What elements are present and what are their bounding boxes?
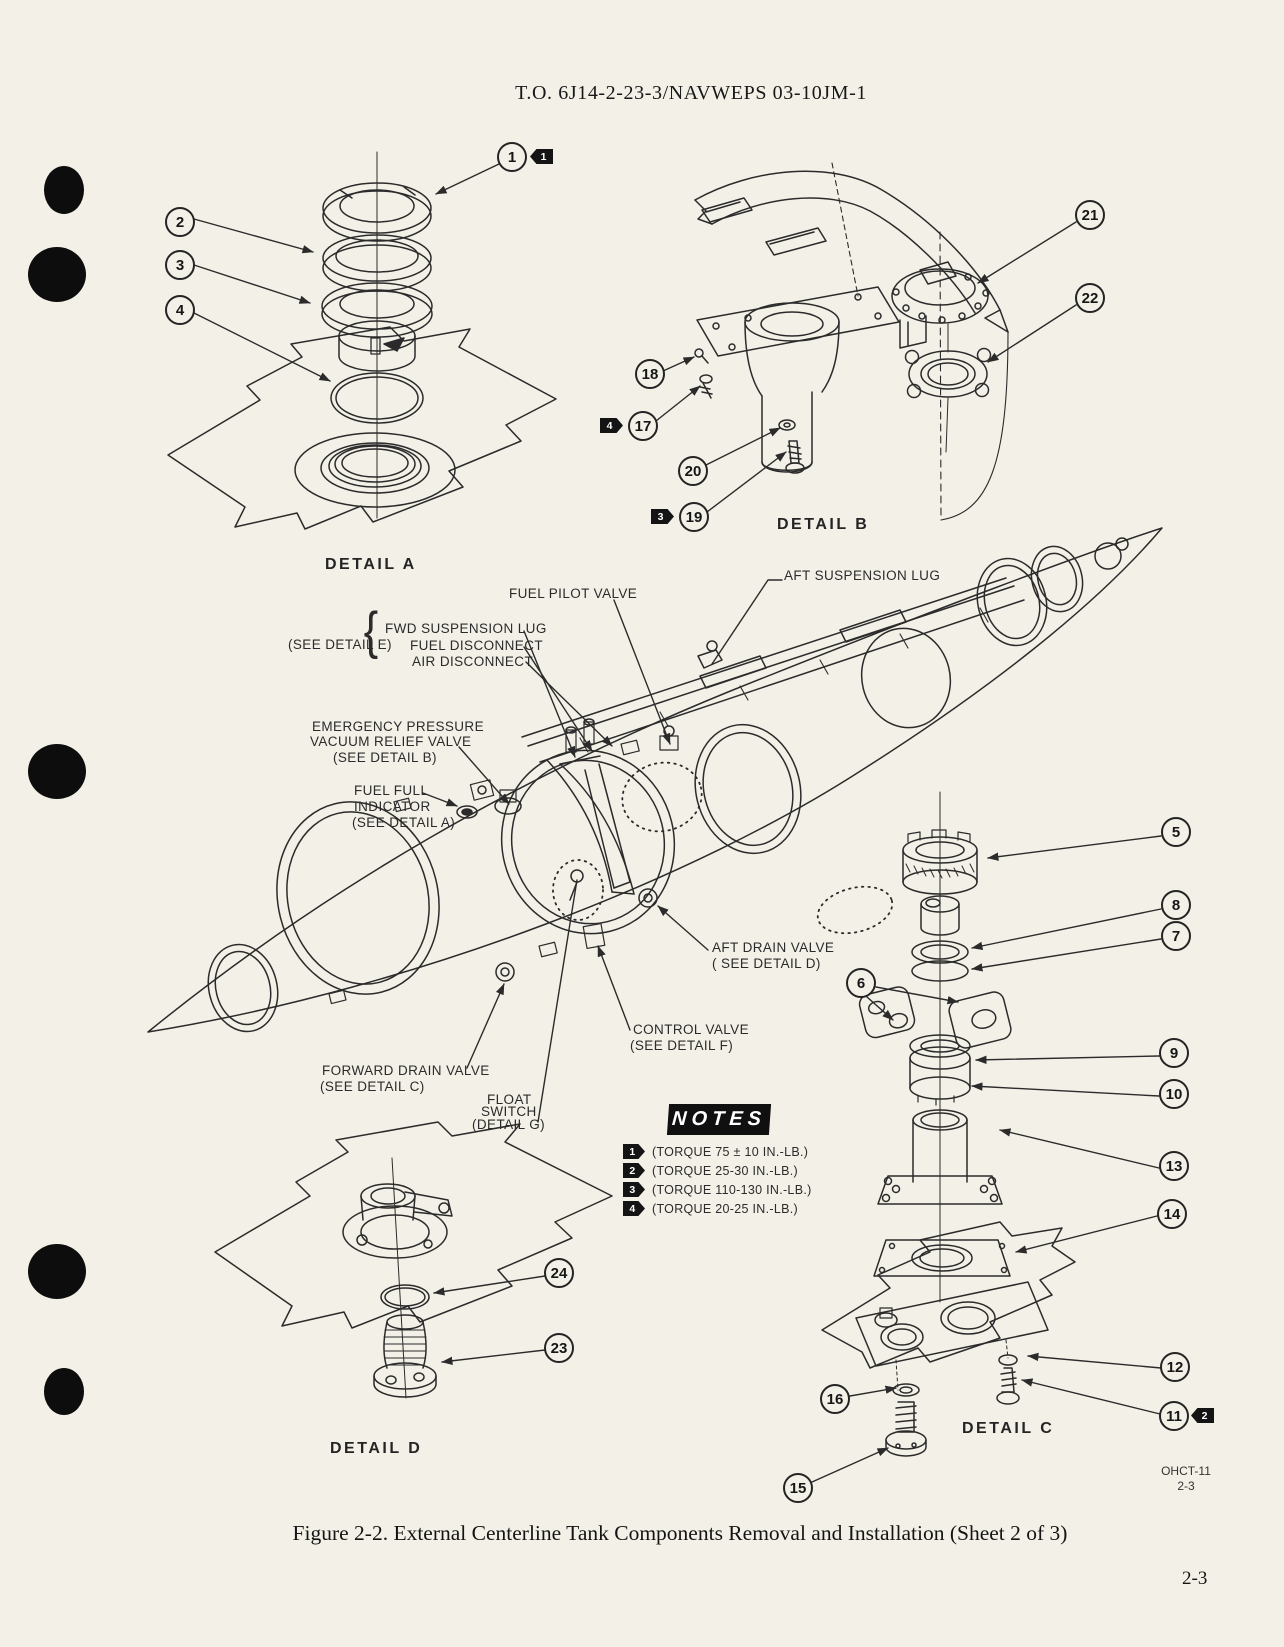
label-control-valve-1: CONTROL VALVE bbox=[633, 1022, 749, 1037]
binder-mark bbox=[28, 1244, 86, 1299]
callout-24: 24 bbox=[544, 1258, 574, 1288]
note-1-icon: 1 bbox=[623, 1144, 645, 1159]
notes-title: NOTES bbox=[666, 1104, 772, 1135]
binder-mark bbox=[28, 744, 86, 799]
note-4-icon: 4 bbox=[623, 1201, 645, 1216]
callout-11: 11 bbox=[1159, 1401, 1189, 1431]
detail-a-label: DETAIL A bbox=[325, 556, 417, 573]
label-fuel-disconnect: FUEL DISCONNECT bbox=[410, 638, 544, 653]
leader-lines bbox=[193, 163, 1162, 1483]
label-fwd-suspension-lug: FWD SUSPENSION LUG bbox=[385, 621, 547, 636]
callout-14: 14 bbox=[1157, 1199, 1187, 1229]
callout-22: 22 bbox=[1075, 283, 1105, 313]
plate-code: OHCT-11 bbox=[1161, 1464, 1211, 1478]
page-number: 2-3 bbox=[1182, 1568, 1208, 1589]
label-float-switch-3: (DETAIL G) bbox=[472, 1117, 546, 1132]
callout-1: 1 bbox=[497, 142, 527, 172]
note-1-text: (TORQUE 75 ± 10 IN.-LB.) bbox=[652, 1144, 809, 1159]
torque-tag-1-icon: 1 bbox=[530, 149, 553, 164]
detail-d-label: DETAIL D bbox=[330, 1440, 423, 1457]
label-air-disconnect: AIR DISCONNECT bbox=[412, 654, 534, 669]
callout-6: 6 bbox=[846, 968, 876, 998]
callout-21: 21 bbox=[1075, 200, 1105, 230]
torque-tag-4-icon: 4 bbox=[600, 418, 623, 433]
binder-mark bbox=[44, 1368, 84, 1415]
note-3-icon: 3 bbox=[623, 1182, 645, 1197]
callout-20: 20 bbox=[678, 456, 708, 486]
label-fuel-full-2: INDICATOR bbox=[354, 799, 431, 814]
plate-page: 2-3 bbox=[1177, 1479, 1195, 1493]
figure-caption: Figure 2-2. External Centerline Tank Com… bbox=[292, 1521, 1068, 1545]
note-4-text: (TORQUE 20-25 IN.-LB.) bbox=[652, 1201, 798, 1216]
callout-10: 10 bbox=[1159, 1079, 1189, 1109]
label-emergency-pressure-2: VACUUM RELIEF VALVE bbox=[310, 734, 472, 749]
callout-18: 18 bbox=[635, 359, 665, 389]
label-forward-drain-1: FORWARD DRAIN VALVE bbox=[322, 1063, 490, 1078]
label-fuel-full-1: FUEL FULL bbox=[354, 783, 429, 798]
torque-tag-3-icon: 3 bbox=[651, 509, 674, 524]
label-emergency-pressure-1: EMERGENCY PRESSURE bbox=[312, 719, 484, 734]
label-fuel-pilot-valve: FUEL PILOT VALVE bbox=[509, 586, 638, 601]
label-forward-drain-2: (SEE DETAIL C) bbox=[320, 1079, 425, 1094]
label-aft-suspension-lug: AFT SUSPENSION LUG bbox=[784, 568, 941, 583]
detail-c-art bbox=[821, 791, 1076, 1457]
detail-c-label: DETAIL C bbox=[962, 1420, 1055, 1437]
page-header: T.O. 6J14-2-23-3/NAVWEPS 03-10JM-1 bbox=[515, 82, 867, 104]
callout-8: 8 bbox=[1161, 890, 1191, 920]
note-2-text: (TORQUE 25-30 IN.-LB.) bbox=[652, 1163, 798, 1178]
label-fuel-full-3: (SEE DETAIL A) bbox=[352, 815, 456, 830]
callout-15: 15 bbox=[783, 1473, 813, 1503]
plate-reference: OHCT-11 2-3 bbox=[1146, 1464, 1226, 1494]
label-emergency-pressure-3: (SEE DETAIL B) bbox=[333, 750, 437, 765]
binder-mark bbox=[44, 166, 84, 214]
detail-b-label: DETAIL B bbox=[777, 516, 870, 533]
note-3-text: (TORQUE 110-130 IN.-LB.) bbox=[652, 1182, 812, 1197]
label-aft-drain-2: ( SEE DETAIL D) bbox=[712, 956, 821, 971]
label-float-switch-2: SWITCH bbox=[481, 1104, 537, 1119]
callout-23: 23 bbox=[544, 1333, 574, 1363]
callout-4: 4 bbox=[165, 295, 195, 325]
callout-7: 7 bbox=[1161, 921, 1191, 951]
torque-tag-2-icon: 2 bbox=[1191, 1408, 1214, 1423]
note-2-icon: 2 bbox=[623, 1163, 645, 1178]
detail-b-art bbox=[694, 162, 1009, 521]
label-see-detail-e: (SEE DETAIL E) bbox=[288, 637, 392, 652]
note-legend-row-4: 4 (TORQUE 20-25 IN.-LB.) bbox=[623, 1201, 798, 1216]
detail-d-art bbox=[214, 1121, 613, 1399]
label-control-valve-2: (SEE DETAIL F) bbox=[630, 1038, 734, 1053]
label-float-switch-1: FLOAT bbox=[487, 1092, 532, 1107]
callout-19: 19 bbox=[679, 502, 709, 532]
callout-9: 9 bbox=[1159, 1038, 1189, 1068]
note-legend-row-1: 1 (TORQUE 75 ± 10 IN.-LB.) bbox=[623, 1144, 808, 1159]
brace-glyph: { bbox=[363, 602, 379, 661]
detail-a-art bbox=[167, 151, 557, 530]
callout-3: 3 bbox=[165, 250, 195, 280]
note-legend-row-3: 3 (TORQUE 110-130 IN.-LB.) bbox=[623, 1182, 812, 1197]
callout-16: 16 bbox=[820, 1384, 850, 1414]
callout-17: 17 bbox=[628, 411, 658, 441]
binder-mark bbox=[28, 247, 86, 302]
callout-13: 13 bbox=[1159, 1151, 1189, 1181]
callout-5: 5 bbox=[1161, 817, 1191, 847]
callout-12: 12 bbox=[1160, 1352, 1190, 1382]
label-aft-drain-1: AFT DRAIN VALVE bbox=[712, 940, 835, 955]
note-legend-row-2: 2 (TORQUE 25-30 IN.-LB.) bbox=[623, 1163, 798, 1178]
callout-2: 2 bbox=[165, 207, 195, 237]
